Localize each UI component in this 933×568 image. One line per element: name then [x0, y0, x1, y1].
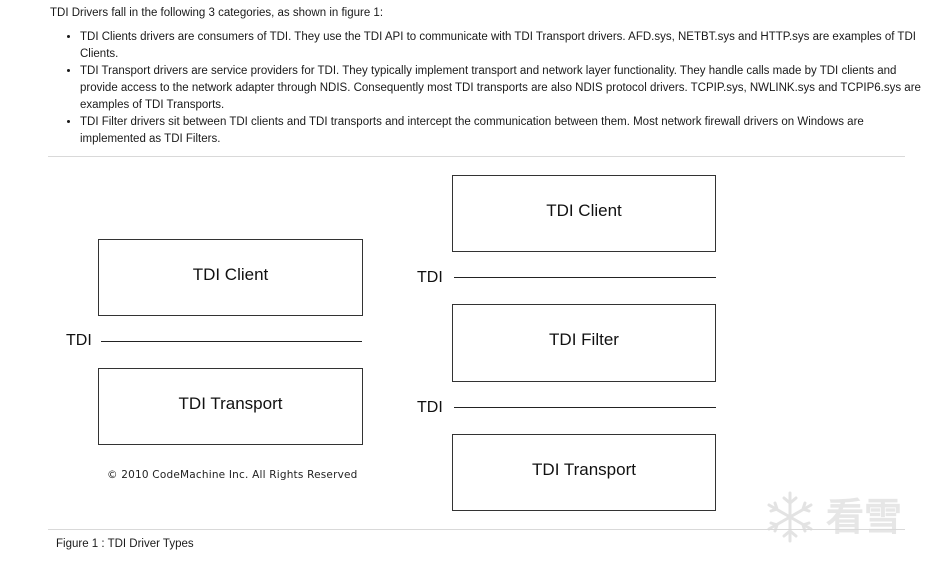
list-item-tdi-filters: TDI Filter drivers sit between TDI clien… [80, 114, 926, 148]
right-tdi-interface-line-lower [454, 407, 716, 408]
bottom-divider [48, 529, 905, 530]
list-item-tdi-clients: TDI Clients drivers are consumers of TDI… [80, 29, 926, 63]
snowflake-icon: 看雪 [767, 491, 902, 543]
left-tdi-client-label: TDI Client [192, 264, 269, 284]
left-tdi-interface-line [101, 341, 362, 342]
right-tdi-transport-box: TDI Transport [452, 434, 716, 511]
right-tdi-interface-line-upper [454, 277, 716, 278]
kanxue-watermark: 看雪 [760, 487, 920, 547]
watermark-text: 看雪 [826, 495, 902, 539]
right-tdi-transport-label: TDI Transport [532, 459, 636, 479]
figure-caption: Figure 1 : TDI Driver Types [56, 538, 194, 550]
copyright-notice: © 2010 CodeMachine Inc. All Rights Reser… [107, 469, 358, 481]
right-tdi-filter-box: TDI Filter [452, 304, 716, 382]
right-tdi-client-box: TDI Client [452, 175, 716, 252]
right-tdi-interface-label-upper: TDI [417, 269, 443, 286]
right-tdi-interface-label-lower: TDI [417, 399, 443, 416]
left-tdi-client-box: TDI Client [98, 239, 363, 316]
driver-category-list: TDI Clients drivers are consumers of TDI… [62, 29, 926, 148]
top-divider [48, 156, 905, 157]
left-tdi-interface-label: TDI [66, 332, 92, 349]
left-tdi-transport-label: TDI Transport [178, 393, 283, 413]
left-tdi-transport-box: TDI Transport [98, 368, 363, 445]
right-tdi-filter-label: TDI Filter [549, 330, 619, 349]
list-item-tdi-transports: TDI Transport drivers are service provid… [80, 63, 926, 114]
right-tdi-client-label: TDI Client [546, 200, 622, 220]
intro-paragraph: TDI Drivers fall in the following 3 cate… [50, 7, 384, 19]
